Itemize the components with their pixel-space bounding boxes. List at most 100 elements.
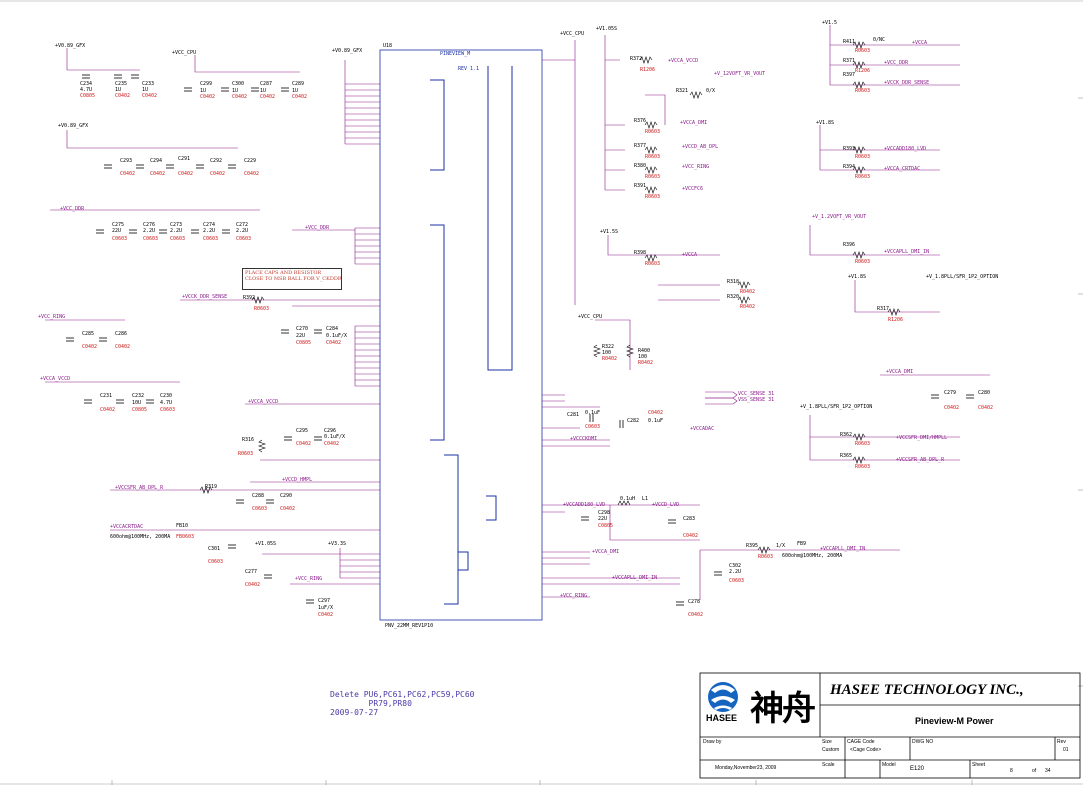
ref-r400: R400 xyxy=(638,348,650,354)
rail-vccx-ring: +VCC_RING xyxy=(38,314,65,320)
fp-r376: R0603 xyxy=(645,129,660,135)
val-l1: 0.1uH xyxy=(620,496,635,502)
revision-note: Delete PU6,PC61,PC62,PC59,PC60 PR79,PR80… xyxy=(330,690,475,717)
val-r411: 0/NC xyxy=(873,37,885,43)
fp-fb10: FB0603 xyxy=(176,534,194,540)
rail-vcca-2: +VCCA xyxy=(912,40,927,46)
ref-c229: C229 xyxy=(244,158,256,164)
rail-v12v2: +V_1.2VOFT_VR_VOUT xyxy=(812,214,866,220)
ref-c292: C292 xyxy=(210,158,222,164)
val-c289: 1U xyxy=(292,88,298,94)
ref-r397: R397 xyxy=(843,72,855,78)
ref-c296: C296 xyxy=(324,428,336,434)
rail-vccactdac: +VCCACRTDAC xyxy=(110,524,143,530)
cage-code-label: CAGE Code xyxy=(847,739,875,745)
rail-vccadac: +VCCADAC xyxy=(690,426,714,432)
fp-c286: C0402 xyxy=(115,344,130,350)
fp-r317: R1206 xyxy=(888,317,903,323)
ref-r320: R320 xyxy=(727,294,739,300)
rail-vccring-l: +VCC_RING xyxy=(295,576,322,582)
size-label: Size xyxy=(822,739,832,745)
fp-c272: C0603 xyxy=(236,236,251,242)
cap-symbols xyxy=(66,74,974,606)
val-c232: 10U xyxy=(132,400,141,406)
val-c272: 2.2U xyxy=(236,228,248,234)
rail-vccd-hmpl: +VCCD_HMPL xyxy=(282,477,312,483)
rail-vcca-vccd-2: +VCCA_VCCD xyxy=(668,58,698,64)
rail-vcc-cpu3: +VCC_CPU xyxy=(578,314,602,320)
rail-v15a: +V1.5 xyxy=(822,20,837,26)
ic-name: PINEVIEW_M xyxy=(440,51,470,57)
ref-r322: R322 xyxy=(602,344,614,350)
rev-label: Rev xyxy=(1057,739,1066,745)
fp-r372: R1206 xyxy=(640,67,655,73)
ref-r393: R393 xyxy=(843,146,855,152)
val-r395: 1/X xyxy=(776,543,785,549)
ref-c277: C277 xyxy=(245,569,257,575)
ref-r316: R316 xyxy=(242,437,254,443)
ref-c281: C281 xyxy=(567,412,579,418)
val-c273: 2.2U xyxy=(170,228,182,234)
fp-c229: C0402 xyxy=(244,171,259,177)
ref-c302: C302 xyxy=(729,563,741,569)
ref-c279: C279 xyxy=(944,390,956,396)
rail-vccd-ab-dpl: +VCCD_AB_DPL xyxy=(682,144,718,150)
ref-c284: C284 xyxy=(326,326,338,332)
fp-c298: C0805 xyxy=(598,523,613,529)
val-c300: 1U xyxy=(232,88,238,94)
ic-rev: REV 1.1 xyxy=(458,66,479,72)
fp-c276: C0603 xyxy=(143,236,158,242)
rail-vcc-cpu1: +VCC_CPU xyxy=(172,50,196,56)
of-label: of xyxy=(1032,768,1037,774)
rail-vccring-3: +VCC_RING xyxy=(560,593,587,599)
date-value: Monday,November23, 2009 xyxy=(715,765,777,771)
ref-c286: C286 xyxy=(115,331,127,337)
ref-c301: C301 xyxy=(208,546,220,552)
val-c233: 1U xyxy=(142,87,148,93)
val-r321: 0/X xyxy=(706,88,715,94)
val-c276: 2.2U xyxy=(143,228,155,234)
ref-r319: R319 xyxy=(205,484,217,490)
rail-vcc-sense: VCC_SENSE 31 xyxy=(738,391,774,397)
val-c287: 1U xyxy=(260,88,266,94)
rail-vccpll-sfr2: +V_1.8PLL/SFR_1P2_OPTION xyxy=(800,404,872,410)
ref-c295: C295 xyxy=(296,428,308,434)
fp-c275: C0603 xyxy=(112,236,127,242)
val-c297: 1uF/X xyxy=(318,605,333,611)
rev-value: 01 xyxy=(1063,747,1069,753)
rail-vccpll-sfr: +V_1.8PLL/SFR_1P2_OPTION xyxy=(926,274,998,280)
rail-vgfx3: +V0.89_GFX xyxy=(58,123,88,129)
rail-vccsfr-pll: +VCCSFR_AB_DPL_R xyxy=(115,485,164,491)
rail-vgfx1: +V0.89_GFX xyxy=(55,43,85,49)
ref-c297: C297 xyxy=(318,598,330,604)
rail-v33: +V3.3S xyxy=(328,541,346,547)
fp-r392: R0603 xyxy=(254,306,269,312)
fp-c270: C0805 xyxy=(296,340,311,346)
sheet-title: Pineview-M Power xyxy=(915,716,994,726)
ref-r371: R371 xyxy=(843,58,855,64)
val-c274: 2.2U xyxy=(203,228,215,234)
hasee-logo xyxy=(708,682,738,712)
rail-vccddr: +VCC_DDR xyxy=(884,60,909,66)
rail-vcc-cpu2: +VCC_CPU xyxy=(560,31,584,37)
rail-vcca-dmi: +VCCA_DMI xyxy=(680,120,707,126)
rail-v15b: +V1.5S xyxy=(600,229,618,235)
ref-c233: C233 xyxy=(142,81,154,87)
ref-c280: C280 xyxy=(978,390,990,396)
val-fb10: 600ohm@100MHz, 200MA xyxy=(110,534,170,540)
fp-c301: C0603 xyxy=(208,559,223,565)
ref-c234: C234 xyxy=(80,81,92,87)
placement-note: PLACE CAPS AND RESISTOR CLOSE TO MSB BAL… xyxy=(242,268,342,290)
fp-c283: C0402 xyxy=(683,533,698,539)
logo-chinese-text: 神舟 xyxy=(750,689,816,729)
val-c282: 0.1uF xyxy=(648,418,663,424)
ref-c285: C285 xyxy=(82,331,94,337)
ref-c291: C291 xyxy=(178,156,190,162)
fp-c273: C0603 xyxy=(170,236,185,242)
fp-c233: C0402 xyxy=(142,93,157,99)
rail-v12v: +V_12VOFT_VR_VOUT xyxy=(714,71,765,77)
rail-v105b: +V1.05S xyxy=(255,541,276,547)
rail-vcc-ddr: +VCC_DDR xyxy=(60,206,85,212)
fp-r398: R0603 xyxy=(645,261,660,267)
